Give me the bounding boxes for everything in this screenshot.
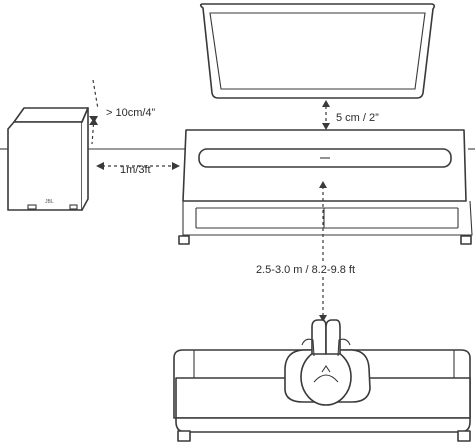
person-icon: [284, 319, 371, 406]
soundbar-icon: [198, 148, 452, 168]
viewing-distance-arrow: [319, 181, 327, 322]
tv-gap-label: 5 cm / 2”: [336, 112, 379, 124]
tv-gap-arrow: [322, 100, 330, 130]
side-clearance-label: > 10cm/4”: [106, 107, 156, 119]
sub-distance-label: 1m/3ft: [120, 164, 151, 176]
sub-distance-arrow: [96, 162, 180, 170]
subwoofer-logo: JBL: [45, 199, 54, 205]
tv-icon: [199, 3, 436, 99]
side-clearance-arrow: [89, 79, 99, 145]
viewing-distance-label: 2.5-3.0 m / 8.2-9.8 ft: [256, 264, 355, 276]
subwoofer-icon: JBL: [7, 107, 89, 211]
tv-stand-icon: [178, 129, 473, 245]
